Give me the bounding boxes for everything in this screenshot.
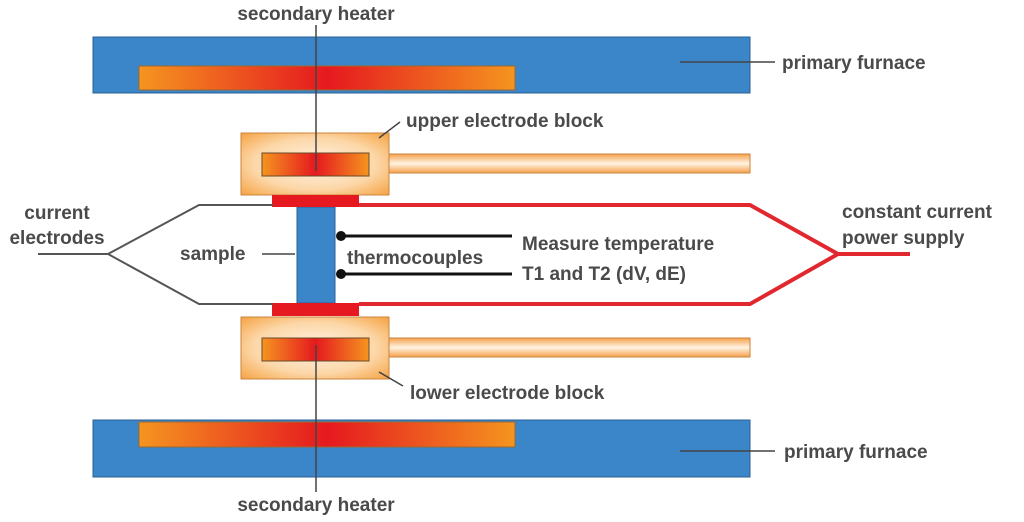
label-power-supply-2: power supply	[842, 228, 965, 249]
label-secondary-heater-bottom: secondary heater	[237, 495, 395, 516]
label-primary-furnace-top: primary furnace	[782, 53, 926, 74]
secondary-heater-bottom	[138, 421, 516, 448]
label-power-supply-1: constant current	[842, 202, 993, 223]
label-primary-furnace-bottom: primary furnace	[784, 442, 928, 463]
label-sample: sample	[180, 244, 245, 265]
label-thermocouples: thermocouples	[347, 248, 483, 269]
label-lower-electrode-block: lower electrode block	[410, 383, 605, 404]
label-current-electrodes-1: current	[24, 203, 90, 224]
thermocouple-upper-tip	[336, 231, 346, 241]
lower-electrode-rod	[384, 337, 751, 358]
upper-electrode-leader	[378, 121, 401, 139]
lower-electrode-leader	[378, 371, 404, 387]
secondary-heater-top	[138, 65, 516, 91]
label-measure-1: Measure temperature	[522, 234, 714, 255]
lower-contact-plate	[272, 303, 359, 316]
label-upper-electrode-block: upper electrode block	[406, 111, 604, 132]
label-measure-2: T1 and T2 (dV, dE)	[522, 264, 686, 285]
label-current-electrodes-2: electrodes	[9, 228, 104, 249]
upper-contact-plate	[272, 195, 359, 207]
label-secondary-heater-top: secondary heater	[237, 4, 395, 25]
upper-electrode-rod	[384, 153, 751, 174]
sample-column	[296, 206, 336, 304]
thermocouple-lower-tip	[336, 269, 346, 279]
